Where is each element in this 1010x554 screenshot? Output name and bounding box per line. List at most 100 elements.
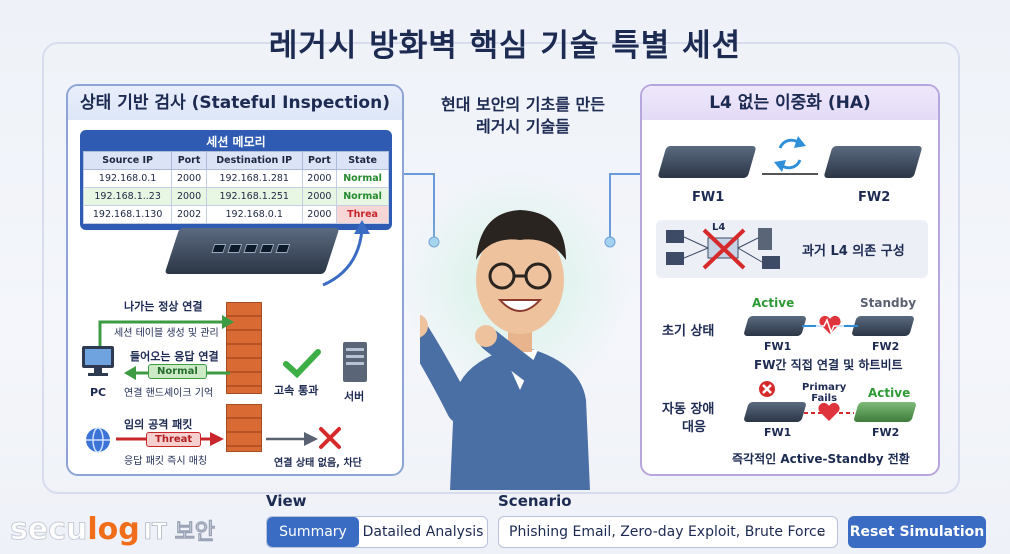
- scenario-select[interactable]: Phishing Email, Zero-day Exploit, Brute …: [498, 516, 838, 548]
- attack-sub: 응답 패킷 즉시 매칭: [124, 456, 208, 467]
- table-cell: 2002: [171, 205, 207, 224]
- failover-active-status: Active: [868, 386, 911, 400]
- server-label: 서버: [344, 390, 365, 403]
- normal-tag: Normal: [148, 364, 207, 379]
- threat-tag: Threat: [146, 432, 202, 447]
- server-icon: [343, 342, 367, 382]
- outer-frame: [42, 42, 960, 494]
- sync-icon: [762, 136, 818, 175]
- logo-part-log: log: [87, 512, 140, 547]
- table-cell: 2000: [301, 169, 338, 188]
- table-cell: 2000: [171, 169, 207, 188]
- view-toggle: Summary Datailed Analysis: [266, 516, 488, 548]
- col-source-ip: Source IP: [82, 151, 173, 170]
- center-subtitle-line1: 현대 보안의 기초를 만든: [441, 95, 605, 114]
- incoming-label: 들어오는 응답 연결: [130, 350, 219, 363]
- scenario-label: Scenario: [498, 492, 572, 510]
- initial-active-status: Active: [752, 296, 795, 310]
- table-row: 192.168.1..23 2000 192.168.1.251 2000 No…: [82, 187, 389, 206]
- firewall-appliance-icon: [164, 228, 340, 274]
- stateful-inspection-panel: 상태 기반 검사 (Stateful Inspection) 세션 메모리 So…: [66, 84, 404, 476]
- check-icon: [283, 349, 321, 378]
- fw1-failed-icon: [743, 402, 807, 422]
- fast-pass-label: 고속 통과: [274, 384, 319, 397]
- table-cell: 2000: [171, 187, 207, 206]
- session-table-title: 세션 메모리: [206, 135, 266, 149]
- table-cell: 2000: [301, 187, 338, 206]
- ha-panel: L4 없는 이중화 (HA) FW1 FW2 L4 과거 L4 의존 구성 Ac…: [640, 84, 940, 476]
- col-port: Port: [301, 151, 338, 170]
- table-cell: 2000: [301, 205, 338, 224]
- page-title: 레거시 방화벽 핵심 기술 특별 세션: [268, 28, 742, 64]
- scenario-select-value: Phishing Email, Zero-day Exploit, Brute …: [509, 524, 826, 540]
- primary-fails-label: Primary Fails: [802, 382, 846, 404]
- globe-icon: [86, 427, 110, 453]
- fw2-label: FW2: [858, 190, 891, 205]
- table-cell: 192.168.1.251: [205, 187, 303, 206]
- state-cell: Threa: [336, 205, 389, 224]
- direct-link-label: FW간 직접 연결 및 하트비트: [754, 358, 903, 372]
- pc-label: PC: [90, 386, 107, 399]
- initial-standby-status: Standby: [860, 296, 917, 310]
- primary-fails-line1: Primary: [802, 382, 847, 393]
- fw1-icon: [743, 316, 807, 336]
- fw2-label: FW2: [872, 426, 900, 439]
- curved-arrow-icon: [322, 220, 370, 287]
- table-cell: 192.168.0.1: [82, 169, 173, 188]
- outgoing-arrow-icon: [98, 315, 234, 348]
- incoming-sub: 연결 핸드셰이크 기억: [124, 388, 214, 399]
- reset-simulation-button[interactable]: Reset Simulation: [848, 516, 986, 548]
- state-cell: Normal: [336, 169, 389, 188]
- outgoing-label: 나가는 정상 연결: [124, 300, 203, 313]
- center-subtitle-line2: 레거시 기술들: [476, 117, 570, 136]
- fail-x-icon: [759, 381, 775, 397]
- legacy-l4-label: 과거 L4 의존 구성: [802, 244, 905, 259]
- firewall-wall-icon: [226, 302, 262, 394]
- detailed-analysis-view-button[interactable]: Datailed Analysis: [362, 524, 484, 540]
- firewall-wall-icon: [226, 404, 262, 452]
- fw2-icon: [851, 316, 915, 336]
- legacy-l4-box: L4 과거 L4 의존 구성: [656, 220, 928, 278]
- fw1-label: FW1: [764, 340, 792, 353]
- table-row: 192.168.1.130 2002 192.168.0.1 2000 Thre…: [82, 205, 389, 224]
- block-x-icon: [319, 427, 341, 449]
- failover-label-line2: 대응: [682, 420, 706, 435]
- center-subtitle: 현대 보안의 기초를 만든 레거시 기술들: [418, 94, 628, 138]
- view-label: View: [266, 492, 307, 510]
- session-memory-table-box: 세션 메모리 Source IP Port Destination IP Por…: [80, 130, 392, 230]
- table-cell: 192.168.0.1: [205, 205, 303, 224]
- logo-part-secu: secu: [9, 512, 88, 548]
- table-row: 192.168.0.1 2000 192.168.1.281 2000 Norm…: [82, 169, 389, 188]
- broken-heartbeat-icon: [804, 402, 854, 421]
- stateful-panel-title: 상태 기반 검사 (Stateful Inspection): [68, 86, 402, 120]
- outgoing-sub: 세션 테이블 생성 및 관리: [114, 328, 219, 339]
- table-cell: 192.168.1.130: [82, 205, 173, 224]
- initial-state-label: 초기 상태: [662, 324, 715, 339]
- l4-tag: L4: [712, 222, 726, 233]
- block-label: 연결 상태 없음, 차단: [274, 458, 362, 469]
- col-state: State: [336, 151, 389, 170]
- ha-panel-title: L4 없는 이중화 (HA): [642, 86, 938, 120]
- fw1-icon: [657, 146, 757, 178]
- session-table: Source IP Port Destination IP Port State…: [82, 151, 389, 224]
- switch-label: 즉각적인 Active-Standby 전환: [732, 452, 910, 466]
- legacy-network-icon: [666, 228, 780, 270]
- failover-label-line1: 자동 장애: [662, 402, 715, 417]
- primary-fails-line2: Fails: [811, 393, 838, 404]
- pc-icon: [82, 346, 114, 376]
- attack-label: 임의 공격 패킷: [124, 418, 193, 431]
- state-cell: Normal: [336, 187, 389, 206]
- chevron-down-icon: ⌄: [816, 525, 827, 539]
- fw1-label: FW1: [692, 190, 725, 205]
- heartbeat-icon: [802, 315, 858, 334]
- col-port: Port: [171, 151, 207, 170]
- fw1-label: FW1: [764, 426, 792, 439]
- fw2-active-icon: [853, 402, 917, 422]
- fw2-icon: [823, 146, 923, 178]
- presenter-illustration-icon: [420, 210, 590, 490]
- blocked-arrow-icon: [266, 432, 318, 446]
- col-destination-ip: Destination IP: [205, 151, 303, 170]
- table-cell: 192.168.1..23: [82, 187, 173, 206]
- summary-view-button[interactable]: Summary: [267, 517, 359, 547]
